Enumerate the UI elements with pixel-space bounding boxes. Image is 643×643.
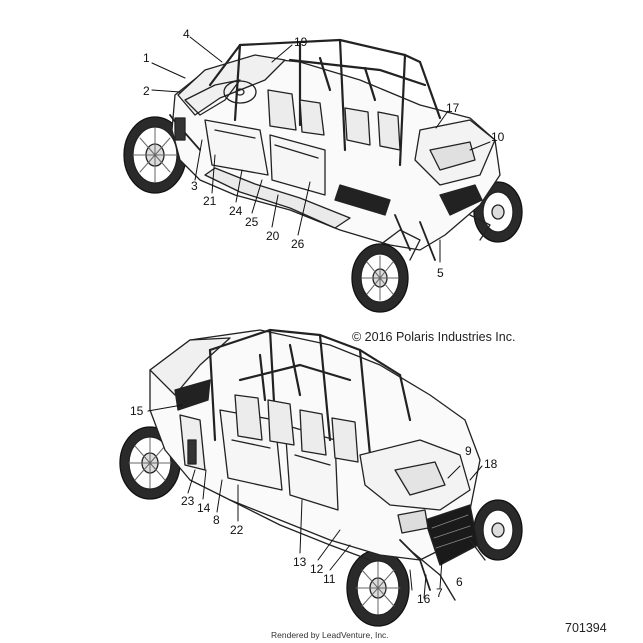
callout-22: 22 [230, 523, 244, 537]
callout-21: 21 [203, 194, 217, 208]
callout-9: 9 [465, 444, 472, 458]
callout-2: 2 [143, 84, 150, 98]
bottom-rear-wheel [119, 426, 181, 500]
callout-6: 6 [456, 575, 463, 589]
bottom-vehicle-drawing [119, 328, 523, 627]
diagram-id: 701394 [565, 621, 607, 635]
callout-4: 4 [183, 27, 190, 41]
bottom-front-wheel-left [346, 549, 410, 627]
callout-3: 3 [191, 179, 198, 193]
callout-26: 26 [291, 237, 305, 251]
top-vehicle-drawing [123, 38, 523, 313]
callout-20: 20 [266, 229, 280, 243]
callout-5: 5 [437, 266, 444, 280]
callout-11: 11 [323, 572, 336, 586]
top-front-wheel-right [473, 181, 523, 243]
copyright-notice: © 2016 Polaris Industries Inc. [352, 330, 516, 344]
callout-15: 15 [130, 404, 144, 418]
callout-17: 17 [446, 101, 460, 115]
callout-13: 13 [293, 555, 307, 569]
callout-25: 25 [245, 215, 259, 229]
top-front-wheel-left [351, 243, 409, 313]
callout-18: 18 [484, 457, 498, 471]
callout-12: 12 [310, 562, 324, 576]
callout-23: 23 [181, 494, 195, 508]
top-rear-wheel [123, 116, 187, 194]
rendered-by-credit: Rendered by LeadVenture, Inc. [271, 630, 389, 640]
callout-19: 19 [294, 35, 308, 49]
callout-24: 24 [229, 204, 243, 218]
callout-7: 7 [436, 586, 443, 600]
bottom-front-wheel-right [473, 499, 523, 561]
callout-16: 16 [417, 592, 431, 606]
callout-10: 10 [491, 130, 505, 144]
callout-14: 14 [197, 501, 211, 515]
callout-1: 1 [143, 51, 150, 65]
leader-lines [147, 36, 491, 599]
callout-8: 8 [213, 513, 220, 527]
